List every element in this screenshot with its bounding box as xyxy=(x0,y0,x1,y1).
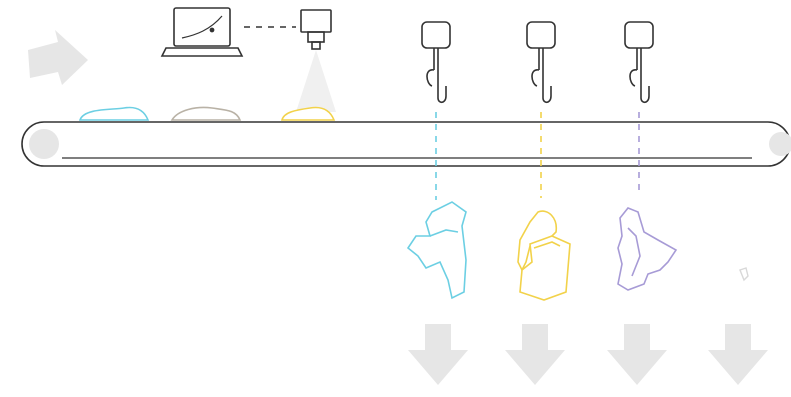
output-arrow-icon xyxy=(708,324,768,385)
belt-piece-cyan xyxy=(78,106,150,121)
output-arrow-icon xyxy=(607,324,667,385)
belt-roller-right xyxy=(769,132,791,156)
laptop-icon xyxy=(160,7,244,57)
belt-roller-left xyxy=(29,129,59,159)
sorted-piece-yellow xyxy=(517,210,571,301)
robot-gripper-icon xyxy=(421,21,451,104)
camera-light-beam xyxy=(296,50,336,112)
robot-gripper-icon xyxy=(526,21,556,104)
sorted-piece-purple xyxy=(617,207,678,291)
camera-icon xyxy=(300,9,332,50)
conveyor-belt xyxy=(21,121,791,167)
output-arrow-icon xyxy=(505,324,565,385)
belt-piece-beige xyxy=(170,106,242,121)
sorted-piece-gray xyxy=(739,267,749,282)
sorted-piece-cyan xyxy=(406,201,467,300)
robot-gripper-icon xyxy=(624,21,654,104)
input-arrow-icon xyxy=(28,30,88,85)
output-arrow-icon xyxy=(408,324,468,385)
belt-piece-yellow xyxy=(280,106,336,121)
